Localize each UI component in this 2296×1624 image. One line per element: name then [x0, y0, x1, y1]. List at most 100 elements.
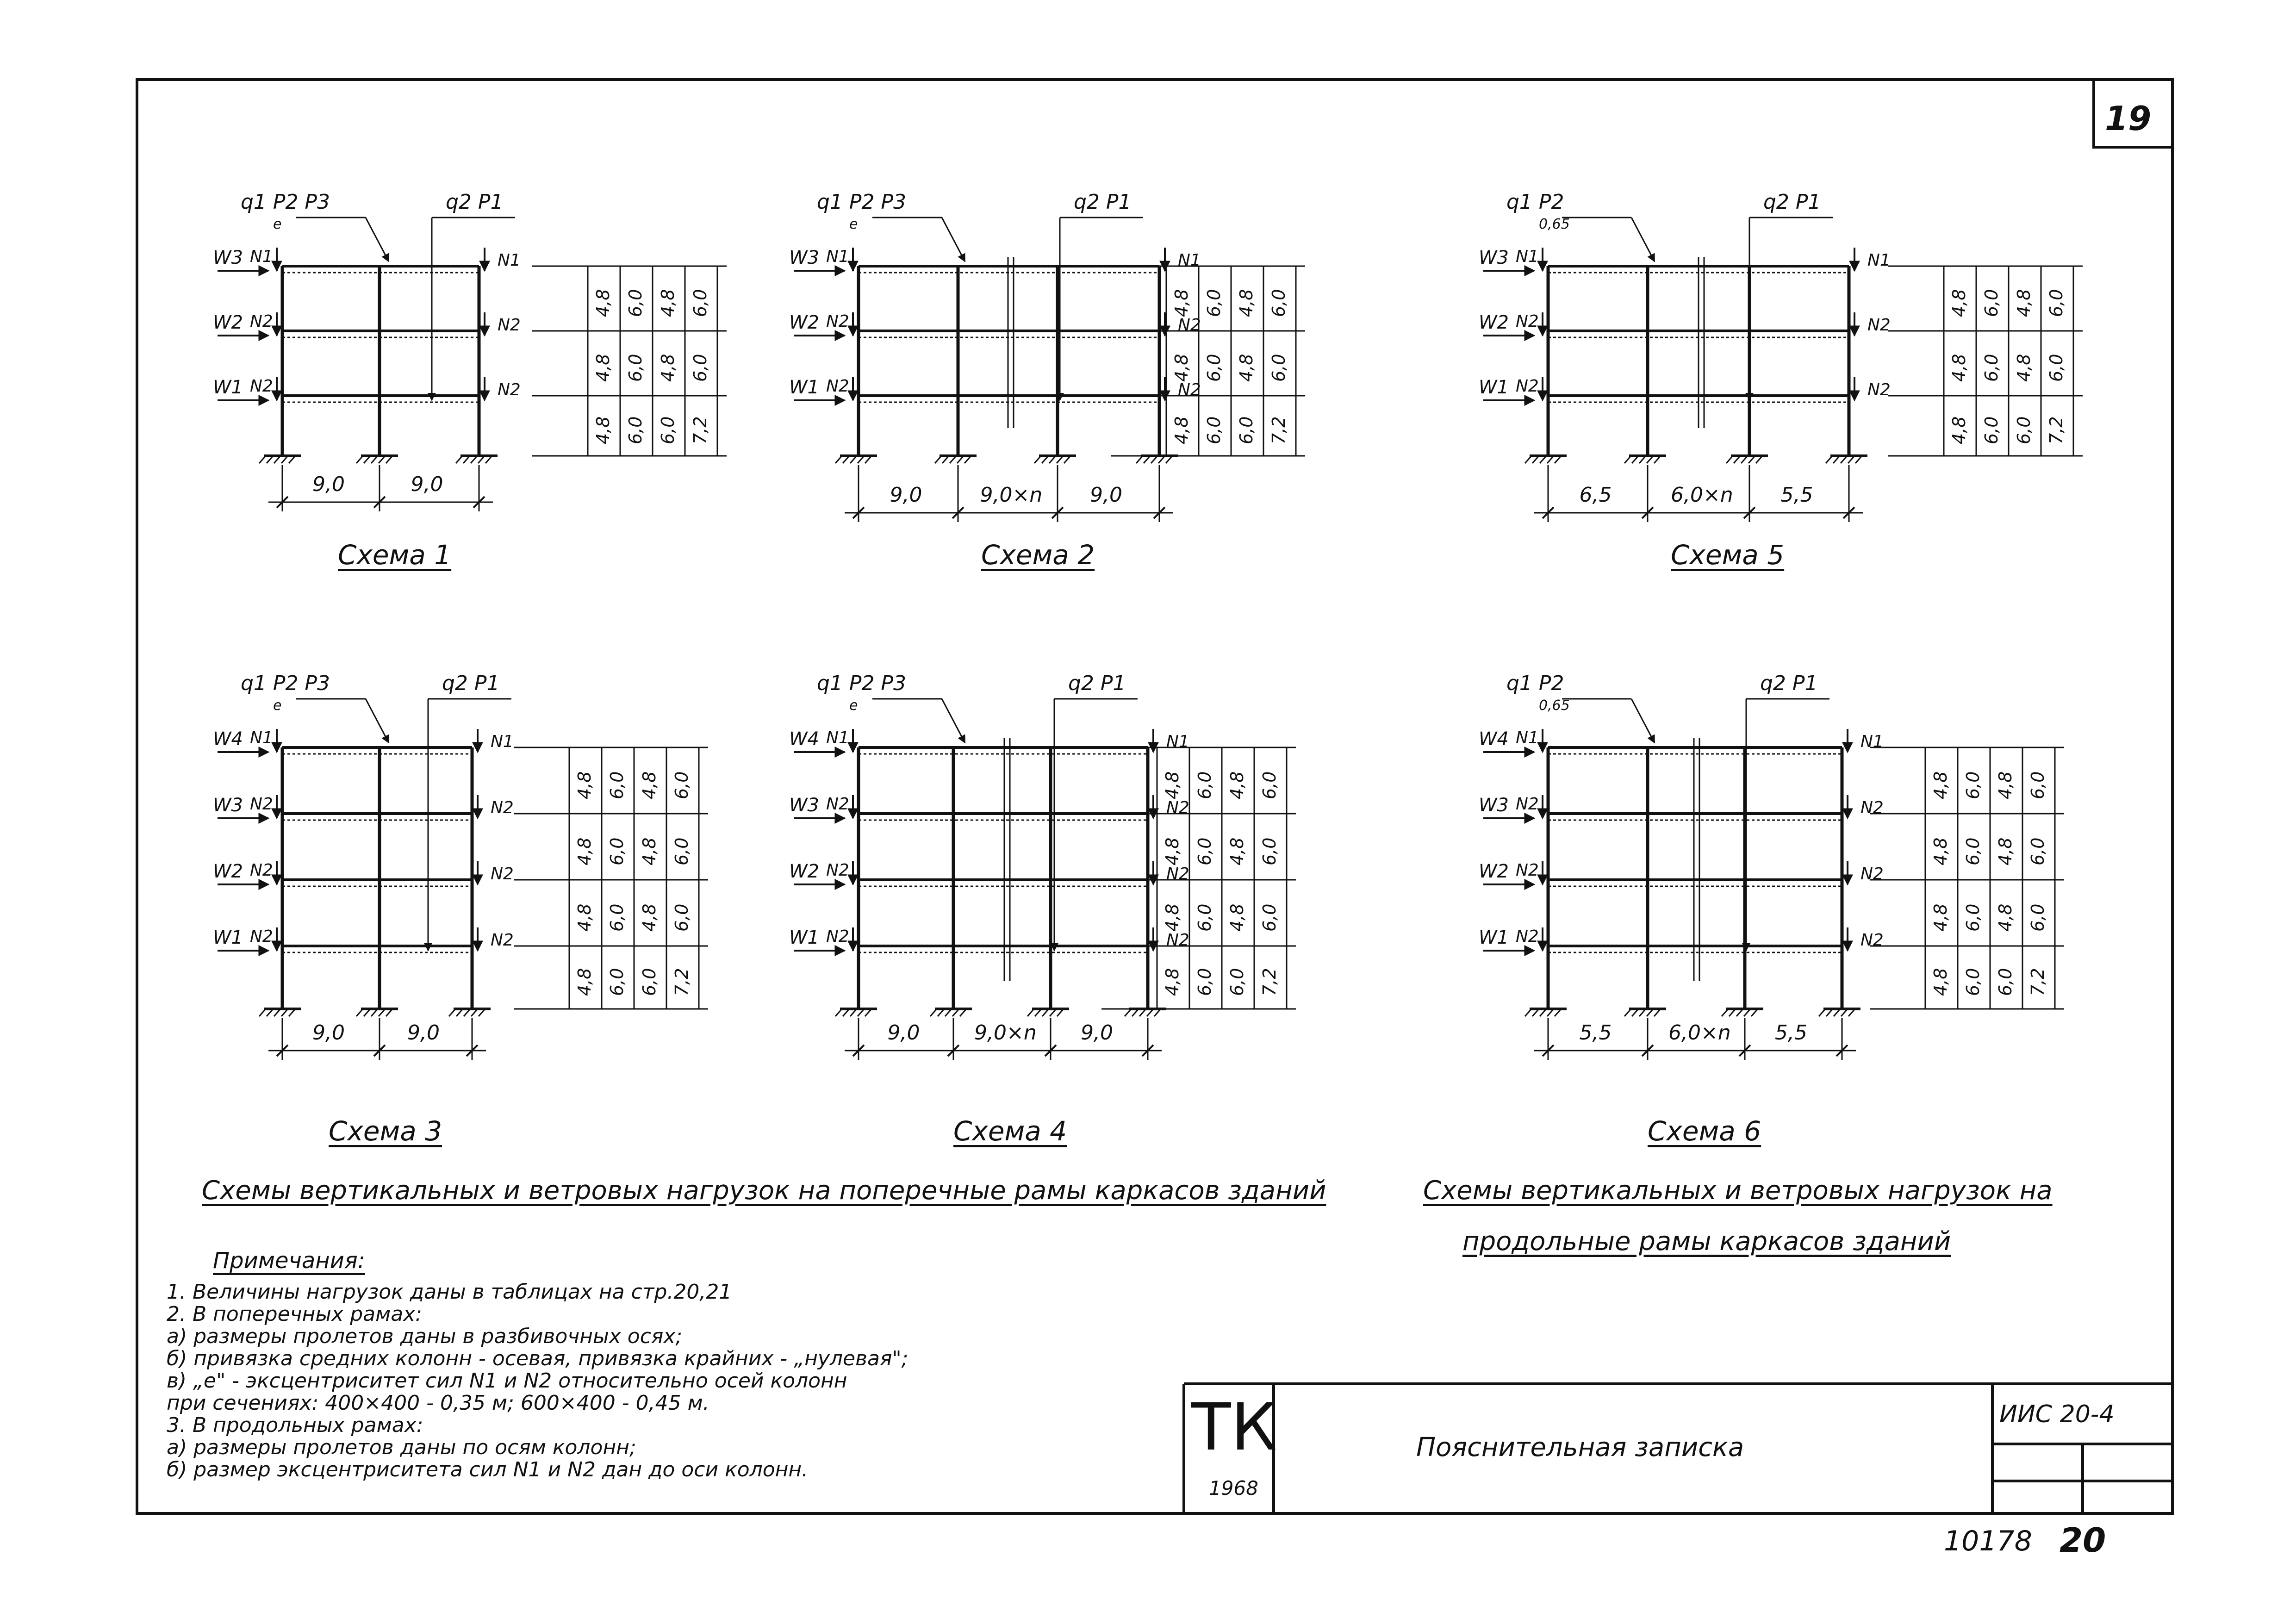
page-number: 19 — [2105, 99, 2152, 138]
storey-height-value: 6,0 — [672, 771, 692, 799]
storey-height-value: 7,2 — [672, 968, 692, 996]
support-hatch — [864, 455, 872, 464]
span-value: 6,5 — [1579, 483, 1612, 507]
support-hatch — [1743, 1008, 1751, 1017]
column-force-label: N2 — [250, 377, 273, 396]
span-value: 5,5 — [1579, 1021, 1612, 1045]
support-hatch — [1646, 455, 1654, 464]
top-load-label-right: q2 P1 — [1068, 672, 1126, 695]
storey-height-value: 6,0 — [672, 903, 692, 932]
column-force-label: N2 — [1860, 865, 1884, 884]
storey-height-value: 6,0 — [1195, 968, 1215, 996]
span-tick — [1542, 506, 1555, 519]
storey-height-value: 6,0 — [1963, 837, 1983, 865]
note-line: 2. В поперечных рамах: — [167, 1302, 423, 1326]
support-hatch — [288, 1008, 296, 1017]
span-value: 9,0 — [887, 1021, 920, 1045]
support-hatch — [1818, 1008, 1826, 1017]
storey-height-value: 4,8 — [1949, 416, 1969, 444]
span-tick — [276, 1044, 289, 1057]
support-hatch — [944, 1008, 952, 1017]
span-tick — [473, 496, 485, 509]
support-hatch — [1063, 455, 1071, 464]
storey-height-value: 6,0 — [1981, 354, 2002, 382]
top-load-leader — [941, 217, 966, 262]
support-hatch — [1624, 1008, 1632, 1017]
column-force-label: N2 — [1867, 380, 1891, 399]
column-force-label: N2 — [491, 865, 514, 884]
storey-height-value: 6,0 — [2014, 416, 2034, 444]
note-line: а) размеры пролетов даны по осям колонн; — [167, 1436, 636, 1459]
note-line: а) размеры пролетов даны в разбивочных о… — [167, 1325, 683, 1348]
wind-load-label: W3 — [1479, 795, 1509, 816]
support-hatch — [288, 455, 296, 464]
span-tick — [952, 506, 964, 519]
storey-height-value: 7,2 — [1259, 968, 1280, 996]
support-hatch — [1733, 455, 1741, 464]
notes-list: 1. Величины нагрузок даны в таблицах на … — [167, 1282, 908, 1482]
column-force-label: N1 — [1867, 251, 1891, 270]
wind-load-label: W2 — [1479, 312, 1509, 333]
span-tick — [852, 1044, 865, 1057]
span-tick — [1743, 506, 1756, 519]
support-hatch — [363, 455, 371, 464]
support-hatch — [1531, 1008, 1540, 1017]
top-load-leader — [365, 698, 390, 744]
storey-height-value: 6,0 — [1204, 354, 1224, 382]
support-hatch — [1554, 1008, 1562, 1017]
support-hatch — [842, 1008, 850, 1017]
column-force-label: N1 — [250, 728, 273, 747]
support-hatch — [1755, 455, 1763, 464]
support-hatch — [949, 455, 957, 464]
storey-height-value: 7,2 — [2028, 968, 2048, 996]
column-force-label: N2 — [498, 316, 521, 335]
support-hatch — [266, 1008, 274, 1017]
column-force-label: N1 — [498, 251, 521, 270]
span-tick — [1044, 1044, 1057, 1057]
wind-load-label: W1 — [789, 927, 819, 948]
support-hatch — [448, 1008, 456, 1017]
page-number-box — [2092, 80, 2172, 149]
storey-height-value: 4,8 — [1949, 289, 1969, 317]
storey-height-value: 4,8 — [639, 903, 660, 932]
support-hatch — [1736, 1008, 1744, 1017]
support-hatch — [1056, 1008, 1064, 1017]
title-block — [1182, 1382, 2172, 1513]
top-load-leader — [1630, 698, 1655, 744]
support-hatch — [1833, 1008, 1841, 1017]
title-block-org: ТК — [1191, 1390, 1277, 1465]
support-hatch — [273, 455, 281, 464]
storey-height-value: 4,8 — [1162, 771, 1182, 799]
storey-height-value: 4,8 — [593, 354, 613, 382]
storey-height-value: 6,0 — [1963, 771, 1983, 799]
caption-scheme-2: Схема 2 — [981, 539, 1095, 571]
top-load-label-left: q1 P2 — [1506, 672, 1564, 695]
span-tick — [1153, 506, 1166, 519]
title-block-doc-title: Пояснительная записка — [1416, 1432, 1744, 1462]
span-tick — [1641, 1044, 1654, 1057]
support-hatch — [1748, 455, 1756, 464]
storey-height-value: 6,0 — [2028, 837, 2048, 865]
span-value: 9,0×n — [980, 483, 1043, 507]
storey-height-value: 6,0 — [607, 837, 627, 865]
support-hatch — [1056, 455, 1064, 464]
column-force-label: N2 — [826, 795, 849, 814]
span-value: 6,0×n — [1671, 483, 1733, 507]
wind-load-label: W3 — [789, 795, 819, 816]
column-force-label: N2 — [826, 377, 849, 396]
notes-heading: Примечания: — [213, 1248, 365, 1274]
storey-height-value: 4,8 — [1949, 354, 1969, 382]
storey-height-value: 4,8 — [1930, 837, 1951, 865]
storey-height-value: 4,8 — [1995, 903, 2016, 932]
support-hatch — [1157, 455, 1166, 464]
column-force-label: N1 — [491, 732, 514, 751]
storey-height-value: 4,8 — [1930, 771, 1951, 799]
column-force-label: N1 — [1516, 728, 1539, 747]
title-block-year: 1968 — [1209, 1477, 1258, 1500]
column-force-label: N2 — [250, 312, 273, 331]
storey-height-value: 6,0 — [607, 771, 627, 799]
span-tick — [1738, 1044, 1751, 1057]
wind-load-label: W3 — [1479, 247, 1509, 268]
top-load-label-left: q1 P2 P3 — [817, 672, 906, 695]
support-hatch — [929, 1008, 938, 1017]
